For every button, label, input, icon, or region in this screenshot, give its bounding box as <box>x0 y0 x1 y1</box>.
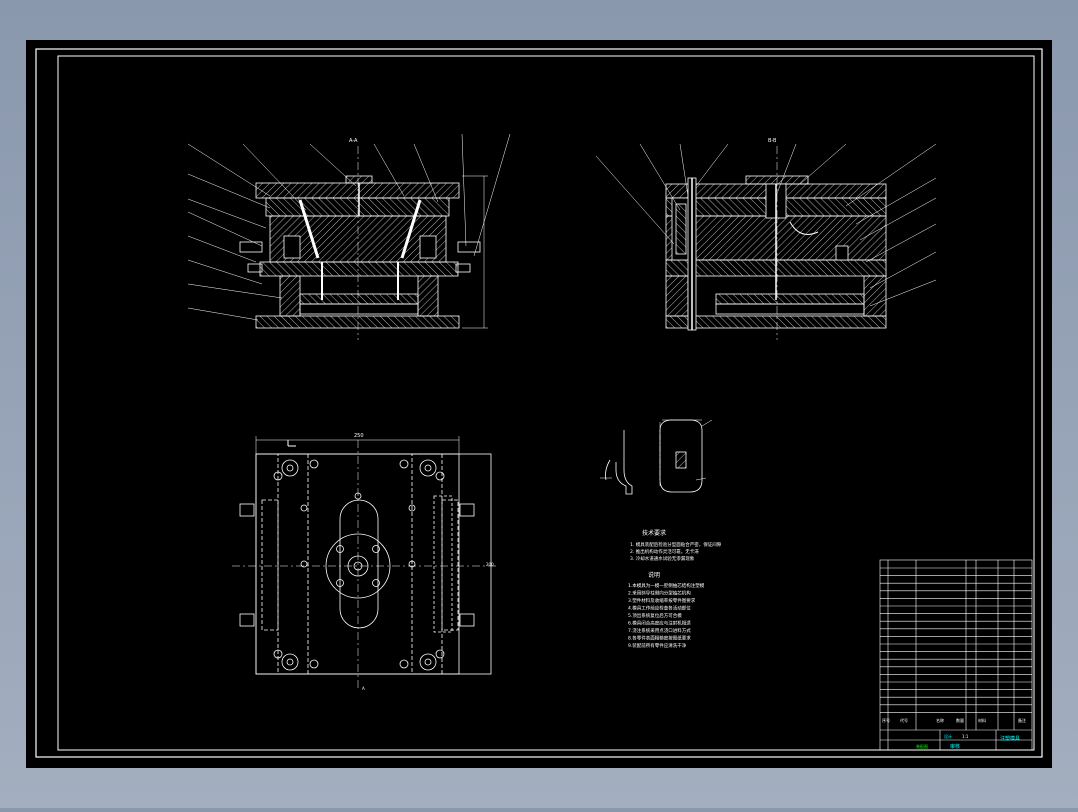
note-line: 4.模具工作前应检查各活动部位 <box>628 605 691 612</box>
note-line: 1.本模具为一模一腔侧抽芯结构注塑模 <box>628 582 705 589</box>
note-line: 8.各零件表面粗糙度按图纸要求 <box>628 635 691 642</box>
title-block-header-cell: 代号 <box>900 717 908 723</box>
section-view-a[interactable] <box>187 133 511 340</box>
plan-section-mark: A <box>362 686 365 691</box>
outer-border <box>35 48 1043 758</box>
title-block-header: 序号 代号 名称 数量 材料 备注 <box>882 717 1026 723</box>
section-view-b[interactable] <box>595 143 937 340</box>
note-line: 9.装配前所有零件应清洗干净 <box>628 642 687 649</box>
plan-dimension-top: 250 <box>354 433 364 439</box>
title-block-header-cell: 名称 <box>936 717 944 723</box>
drawing-name: 注塑模具 <box>1000 735 1020 742</box>
title-block-header-cell: 数量 <box>956 717 964 723</box>
note-line: 2. 推出机构动作灵活可靠，无卡滞 <box>630 548 699 555</box>
note-line: 1. 模具装配后检验分型面贴合严密，保证间隙 <box>630 541 722 548</box>
title-block[interactable] <box>879 559 1033 751</box>
plan-dimension-right: 200 <box>486 562 494 567</box>
notes-title-2: 说明 <box>648 571 660 579</box>
title-block-header-cell: 序号 <box>882 717 890 723</box>
title-block-header-cell: 材料 <box>978 717 986 723</box>
title-block-header-cell: 备注 <box>1018 717 1026 723</box>
notes-list-2: 1.本模具为一模一腔侧抽芯结构注塑模2.采用斜导柱侧向分型抽芯机构3.塑件材料及… <box>628 582 705 649</box>
company-label: 装配图 <box>916 743 928 749</box>
part-detail[interactable] <box>600 419 713 495</box>
drawing-paper <box>26 40 1052 768</box>
note-line: 7.浇注系统采用点浇口进料方式 <box>628 627 691 634</box>
drawing-scale: 1:1 <box>962 734 969 739</box>
section-label-b: B-B <box>768 138 777 144</box>
svg-text:B-B: B-B <box>768 138 777 144</box>
notes-title-1: 技术要求 <box>642 529 666 537</box>
checker-label: 审核 <box>950 743 960 750</box>
note-line: 3.塑件材料及收缩率按零件图要求 <box>628 597 696 604</box>
note-line: 3. 冷却水道通水试验无渗漏现象 <box>630 555 695 562</box>
note-line: 2.采用斜导柱侧向分型抽芯机构 <box>628 590 691 597</box>
designer-label: 设计 <box>944 733 952 739</box>
note-line: 5.顶出系统复位后方可合模 <box>628 612 682 619</box>
note-line: 6.模具闭合高度应与注射机相适 <box>628 620 691 627</box>
svg-text:A-A: A-A <box>349 138 358 144</box>
inner-frame <box>57 55 1035 751</box>
section-label-a: A-A <box>349 138 358 144</box>
plan-view[interactable] <box>232 436 496 690</box>
